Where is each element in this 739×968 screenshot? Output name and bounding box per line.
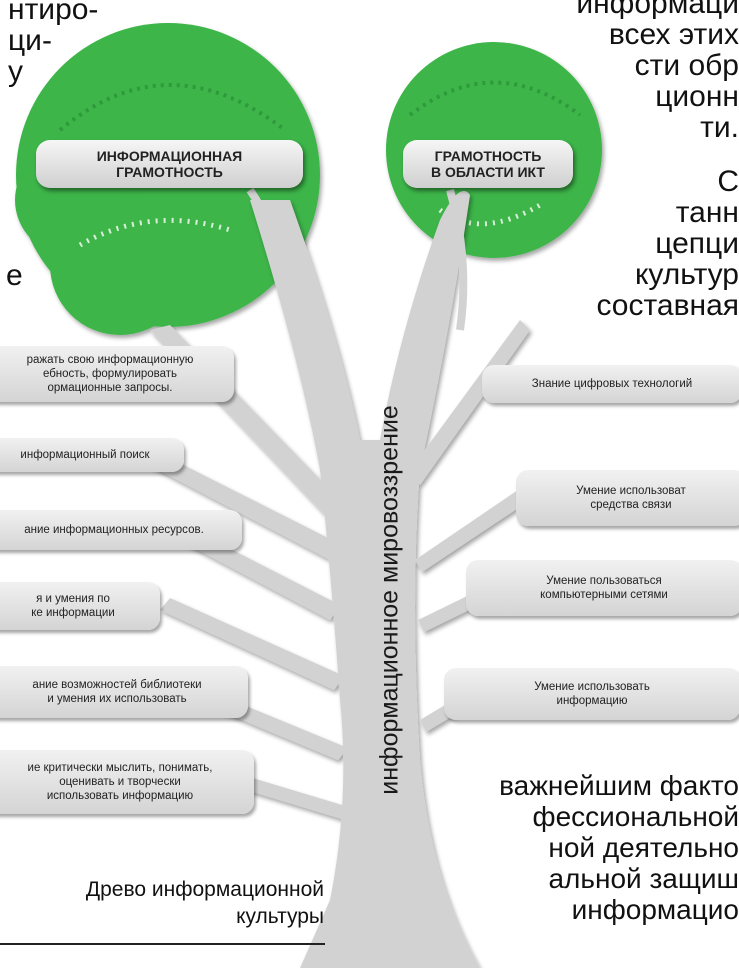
upper-branch-lines: [246, 187, 468, 331]
branch-computer-networks: Умение пользоваться компьютерными сетями: [466, 560, 739, 616]
branch-use-information: Умение использовать информацию: [444, 668, 739, 720]
branch-communication-tools: Умение использоват средства связи: [516, 470, 739, 526]
crown-label-information-literacy: ИНФОРМАЦИОННАЯ ГРАМОТНОСТЬ: [36, 140, 303, 188]
branch-critical-thinking: ие критически мыслить, понимать, оценива…: [0, 750, 254, 814]
branch-digital-technologies: Знание цифровых технологий: [482, 365, 739, 403]
text-fragment-right-mid: С танн цепци культур составная: [596, 165, 739, 322]
figure-caption: Древо информационной культуры: [85, 878, 324, 928]
text-fragment-bottom-right: важнейшим факто фессиональной ной деятел…: [499, 770, 739, 925]
text-fragment-left-mid: е: [6, 259, 23, 292]
text-fragment-top-right: информаци всех этих сти обр ционн ти.: [576, 0, 739, 144]
text-fragment-top-left: нтиро- ци- у: [8, 0, 99, 88]
branch-information-processing-skills: я и умения по ке информации: [0, 582, 160, 630]
trunk-label: информационное мировоззрение: [375, 405, 404, 795]
crown-label-ict-literacy: ГРАМОТНОСТЬ В ОБЛАСТИ ИКТ: [403, 140, 573, 188]
branch-information-search: информационный поиск: [0, 438, 184, 472]
branch-library-capabilities: ание возможностей библиотеки и умения их…: [0, 666, 248, 718]
branch-express-information-need: ражать свою информационную ебность, форм…: [0, 346, 234, 402]
branch-information-resources: ание информационных ресурсов.: [0, 510, 242, 550]
